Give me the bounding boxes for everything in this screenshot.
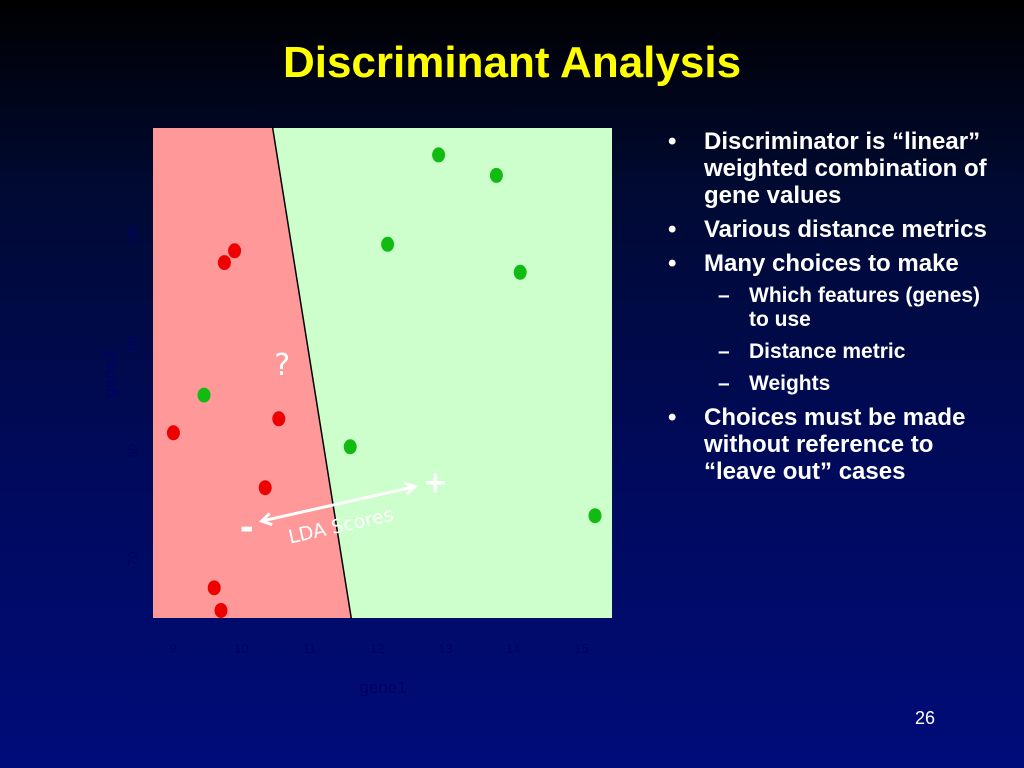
bullet-text: Many choices to make <box>704 250 959 277</box>
data-point <box>381 236 395 252</box>
sub-bullet-item: – Weights <box>664 372 1004 396</box>
bullet-dot: • <box>668 250 677 277</box>
data-point <box>217 255 231 271</box>
data-point <box>272 411 286 427</box>
data-point <box>214 602 228 618</box>
bullet-item: • Many choices to make <box>664 250 1004 277</box>
data-point <box>228 243 242 259</box>
bullet-dot: • <box>668 404 677 431</box>
x-tick-label: 13 <box>438 641 452 656</box>
x-tick-label: 12 <box>370 641 384 656</box>
slide-number: 26 <box>914 708 936 728</box>
data-point <box>432 147 446 163</box>
y-tick-label: 90 <box>125 336 140 350</box>
data-point <box>343 439 357 455</box>
bullet-text: Choices must be made without reference t… <box>704 404 966 485</box>
sub-bullet-item: – Distance metric <box>664 340 1004 364</box>
data-point <box>489 167 503 183</box>
data-point <box>258 480 272 496</box>
bullet-item: • Discriminator is “linear” weighted com… <box>664 128 1004 209</box>
lda-scores-arrow-head-start <box>259 512 273 527</box>
decision-regions <box>153 128 612 618</box>
bullet-text: Discriminator is “linear” weighted combi… <box>704 128 987 209</box>
x-tick-label: 10 <box>234 641 248 656</box>
minus-sign: - <box>240 508 254 548</box>
x-tick-label: 15 <box>574 641 588 656</box>
data-point <box>588 508 602 524</box>
red-region <box>153 128 352 618</box>
sub-bullet-text: Weights <box>749 372 831 395</box>
sub-bullet-dash: – <box>718 372 730 395</box>
data-point <box>197 387 211 403</box>
bullet-item: • Choices must be made without reference… <box>664 404 1004 485</box>
green-region <box>272 128 612 618</box>
chart-axes: gene1 gene2 9 10 11 12 13 14 15 70 80 90 100 <box>100 225 589 697</box>
bullet-item: • Various distance metrics <box>664 216 1004 243</box>
x-tick-label: 9 <box>170 641 177 656</box>
x-tick-label: 14 <box>506 641 520 656</box>
x-axis-label: gene1 <box>359 678 406 697</box>
sub-bullet-dash: – <box>718 340 730 363</box>
question-mark: ? <box>274 348 290 383</box>
y-tick-label: 100 <box>125 225 140 247</box>
lda-scores-arrow-head-end <box>403 481 418 496</box>
slide-title: Discriminant Analysis <box>282 38 742 87</box>
data-points <box>166 147 602 618</box>
sub-bullet-dash: – <box>718 284 730 307</box>
sub-bullet-text: Which features (genes) to use <box>749 284 981 331</box>
bullet-list: • Discriminator is “linear” weighted com… <box>664 128 1004 492</box>
data-point <box>166 425 180 441</box>
data-point <box>513 264 527 280</box>
x-tick-label: 11 <box>303 641 317 656</box>
decision-boundary-layer <box>271 125 353 620</box>
data-point <box>207 580 221 596</box>
lda-scores-arrow-line <box>261 485 416 523</box>
bullet-text: Various distance metrics <box>704 216 987 243</box>
bullet-dot: • <box>668 128 677 155</box>
y-axis-label: gene2 <box>100 350 119 397</box>
y-tick-label: 70 <box>125 552 140 566</box>
sub-bullet-item: – Which features (genes) to use <box>664 284 1004 332</box>
decision-boundary-line <box>271 125 353 620</box>
bullet-dot: • <box>668 216 677 243</box>
plus-sign: + <box>423 466 448 501</box>
sub-bullet-text: Distance metric <box>749 340 906 363</box>
y-tick-label: 80 <box>125 444 140 458</box>
